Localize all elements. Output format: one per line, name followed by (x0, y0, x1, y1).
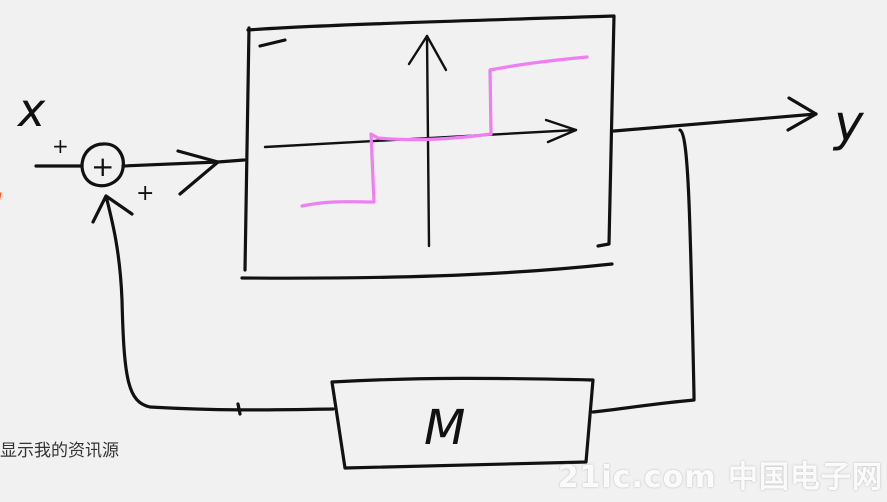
feedback-path-right (591, 128, 696, 414)
block-input-stub (216, 158, 246, 164)
caption-text: 显示我的资讯源 (0, 441, 119, 461)
relay-block-border-left (243, 26, 251, 272)
relay-horizontal-axis-arrowhead (544, 118, 578, 144)
feedback-arrowhead (91, 194, 134, 224)
relay-block-border-bottom (240, 262, 614, 280)
output-line (612, 112, 818, 133)
junction-to-block-line (121, 160, 220, 168)
sign-feedback-plus: + (136, 181, 154, 206)
sign-input-plus: + (52, 134, 69, 158)
output-label-y: y (832, 94, 865, 152)
feedback-path-tick (236, 402, 242, 416)
summing-junction (80, 142, 125, 188)
output-arrowhead (786, 96, 818, 132)
orange-side-mark: l (0, 188, 7, 218)
feedback-block-border (330, 376, 595, 470)
feedback-block-label-m: M (424, 400, 465, 456)
relay-vertical-axis (425, 34, 431, 248)
input-label-x: x (16, 83, 46, 137)
junction-arrowhead (176, 149, 220, 196)
relay-vertical-axis-arrowhead (407, 34, 448, 72)
relay-characteristic-curve (300, 55, 589, 208)
relay-block-corner-tick (258, 38, 287, 48)
site-watermark: 21ic.com 中国电子网 (557, 460, 883, 495)
relay-block-border-top-right (246, 14, 616, 248)
feedback-path-left (104, 194, 335, 412)
sum-plus-symbol: + (91, 150, 114, 183)
